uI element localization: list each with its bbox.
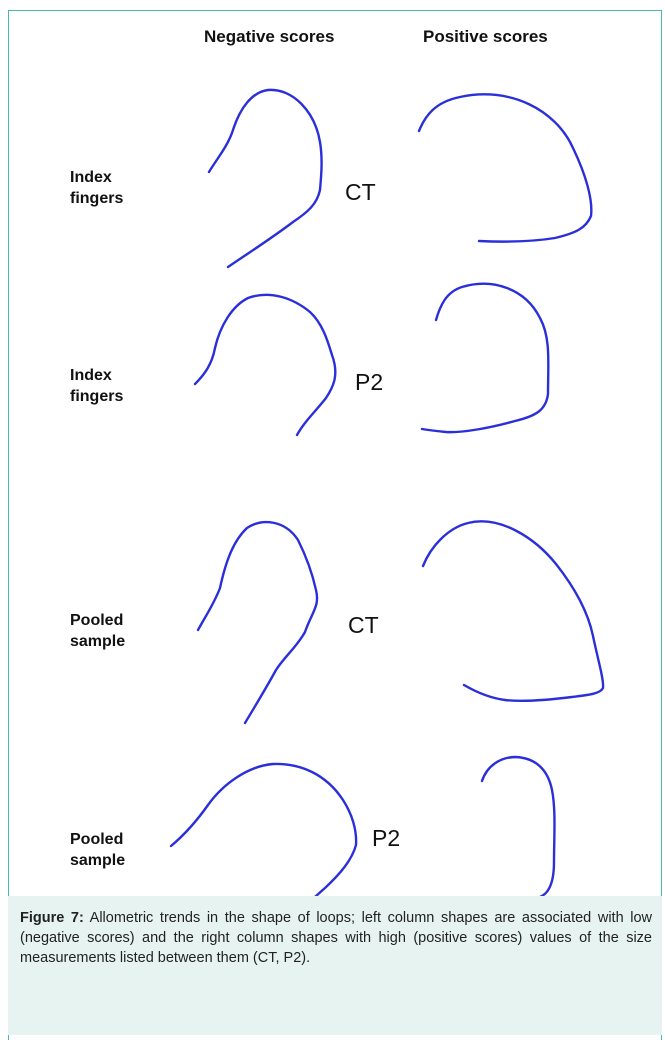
row-label-1: Index fingers (70, 167, 123, 209)
loop-positive-row3 (421, 520, 605, 702)
loop-positive-row4 (426, 755, 556, 914)
loop-positive-row1 (417, 93, 593, 243)
row-label-3-line2: sample (70, 633, 126, 650)
column-heading-negative: Negative scores (204, 27, 335, 46)
figure-caption: Figure 7: Allometric trends in the shape… (20, 908, 652, 968)
row-label-1-line1: Index (70, 169, 112, 186)
row-label-3-line1: Pooled (70, 612, 124, 629)
row-label-4-line2: sample (70, 852, 126, 869)
measure-label-4: P2 (372, 825, 401, 851)
loop-negative-row1 (207, 88, 323, 269)
row-label-4: Pooled sample (70, 829, 125, 871)
measure-label-3: CT (348, 612, 379, 638)
loop-negative-row3 (196, 521, 319, 725)
row-label-3: Pooled sample (70, 610, 125, 652)
figure-caption-text: Allometric trends in the shape of loops;… (20, 910, 653, 966)
figure-frame (8, 10, 662, 1040)
figure-caption-label: Figure 7: (20, 910, 84, 926)
row-label-4-line1: Pooled (70, 831, 124, 848)
column-heading-positive: Positive scores (423, 27, 548, 46)
measure-label-2: P2 (355, 369, 384, 395)
loop-positive-row2 (420, 282, 550, 434)
row-label-1-line2: fingers (70, 190, 124, 207)
figure-caption-box: Figure 7: Allometric trends in the shape… (8, 896, 662, 1035)
row-label-2-line1: Index (70, 367, 112, 384)
loop-negative-row4 (169, 762, 358, 908)
row-label-2-line2: fingers (70, 388, 124, 405)
loop-negative-row2 (193, 293, 337, 437)
row-label-2: Index fingers (70, 365, 123, 407)
measure-label-1: CT (345, 179, 376, 205)
